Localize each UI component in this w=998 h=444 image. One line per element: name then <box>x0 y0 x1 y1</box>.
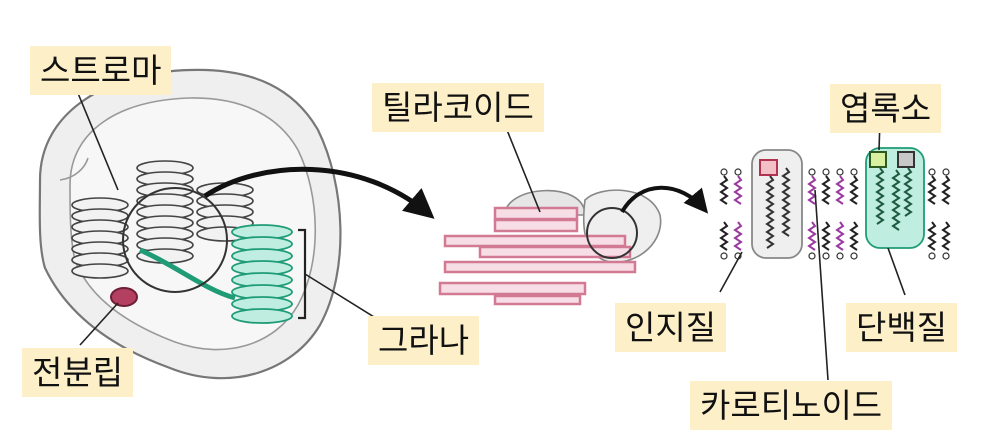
starch-grain <box>110 287 138 307</box>
stroma-lamella <box>139 247 236 301</box>
label-lipid: 인지질 <box>615 303 727 352</box>
label-protein: 단백질 <box>846 303 958 352</box>
lipid-chain <box>849 221 859 251</box>
thylakoid-membrane <box>443 260 637 274</box>
pigment-tail <box>875 167 885 225</box>
pigment-tail <box>891 169 901 231</box>
grana-leader <box>304 273 383 323</box>
label-stroma: 스트로마 <box>30 46 172 95</box>
pigment-tail <box>903 167 913 217</box>
chloroplast <box>38 68 342 380</box>
starch-grain-leader <box>79 302 119 346</box>
chlorophyll-pigment <box>869 151 887 168</box>
lipid-head <box>942 252 950 260</box>
lipid-head <box>822 252 830 260</box>
pigment-tail <box>765 175 775 249</box>
lipid-head <box>942 168 950 176</box>
lipid-head <box>928 168 936 176</box>
granum-stack-top <box>136 160 194 264</box>
lipid-chain <box>821 221 831 251</box>
thylakoid-stack <box>438 189 662 306</box>
lipid-head <box>850 168 858 176</box>
protein-leader <box>887 247 906 296</box>
thylakoid-membrane <box>493 206 579 221</box>
lipid-head <box>720 168 728 176</box>
membrane-protein-left <box>751 149 803 259</box>
lipid-head <box>836 168 844 176</box>
label-thylakoid: 틸라코이드 <box>372 83 544 132</box>
label-grana: 그라나 <box>368 316 480 365</box>
thylakoid-membrane <box>493 294 582 306</box>
chlorophyll-pigment <box>759 159 778 176</box>
lipid-chain <box>733 221 743 251</box>
inner-membrane-notch <box>59 157 89 181</box>
lipid-head <box>808 168 816 176</box>
lipid-head <box>808 252 816 260</box>
zoom-arrow-1 <box>203 166 435 219</box>
thylakoid-membrane <box>478 245 632 259</box>
lipid-chain <box>719 175 729 205</box>
lipid-chain <box>941 221 951 251</box>
lipid-head <box>836 252 844 260</box>
lipid-chain <box>733 175 743 205</box>
thylakoid-membrane <box>438 281 587 296</box>
lipid-leader <box>719 251 743 293</box>
thylakoid-membrane <box>443 234 627 248</box>
thylakoid-leader <box>504 124 541 213</box>
lipid-chain <box>849 175 859 205</box>
zoom-arrow-2 <box>620 185 709 214</box>
lipid-head <box>928 252 936 260</box>
granum-stack-left <box>71 197 129 279</box>
carotenoid-leader <box>814 189 829 381</box>
lipid-head <box>720 252 728 260</box>
lipid-chain <box>807 221 817 251</box>
lipid-chain <box>821 175 831 205</box>
label-starch-grain: 전분립 <box>22 348 134 397</box>
zoom-circle-thylakoid <box>586 207 638 259</box>
membrane-detail <box>719 147 951 260</box>
chlorophyll-pigment <box>897 151 915 168</box>
stroma-leader <box>74 85 119 191</box>
pigment-tails <box>765 167 913 249</box>
label-carotenoid: 카로티노이드 <box>690 381 893 430</box>
lipid-bilayer <box>719 168 951 260</box>
lipid-chain <box>807 175 817 205</box>
lipid-chain <box>927 221 937 251</box>
zoom-circle-chloroplast <box>122 187 228 293</box>
pigment-tail <box>781 167 791 237</box>
lipid-head <box>850 252 858 260</box>
lipid-chain <box>835 221 845 251</box>
thylakoid-membrane <box>493 218 579 233</box>
lipid-chain <box>835 175 845 205</box>
label-chlorophyll: 엽록소 <box>830 84 942 133</box>
lipid-head <box>822 168 830 176</box>
lipid-chain <box>927 175 937 205</box>
lipid-head <box>734 168 742 176</box>
lipid-chain <box>719 221 729 251</box>
lipid-chain <box>941 175 951 205</box>
